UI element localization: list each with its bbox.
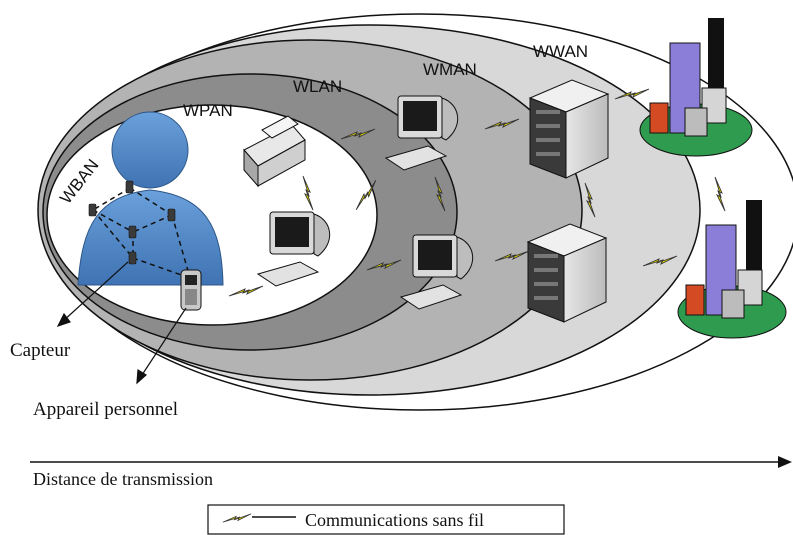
person-icon (77, 111, 224, 311)
distance-axis-label: Distance de transmission (33, 469, 213, 489)
computer-icon (384, 95, 459, 171)
wwan-label: WWAN (533, 42, 588, 61)
printer-icon (243, 115, 306, 188)
wman-label: WMAN (423, 60, 477, 79)
distance-axis (30, 456, 792, 468)
computer-icon (256, 211, 331, 287)
legend-label: Communications sans fil (305, 510, 484, 530)
wban-zone (46, 104, 378, 326)
city-icon (677, 200, 787, 339)
personal-device-label: Appareil personnel (33, 399, 178, 420)
legend: Communications sans fil (207, 504, 565, 535)
server-icon (526, 223, 608, 323)
sensor-label: Capteur (10, 340, 71, 361)
sensor-icon (88, 180, 176, 265)
annotation-arrows (56, 261, 187, 385)
server-icon (528, 79, 610, 179)
wlan-label: WLAN (293, 77, 342, 96)
computer-icon (399, 234, 474, 310)
phone-icon (180, 269, 202, 311)
city-icon (639, 18, 753, 157)
wpan-label: WPAN (183, 101, 233, 120)
